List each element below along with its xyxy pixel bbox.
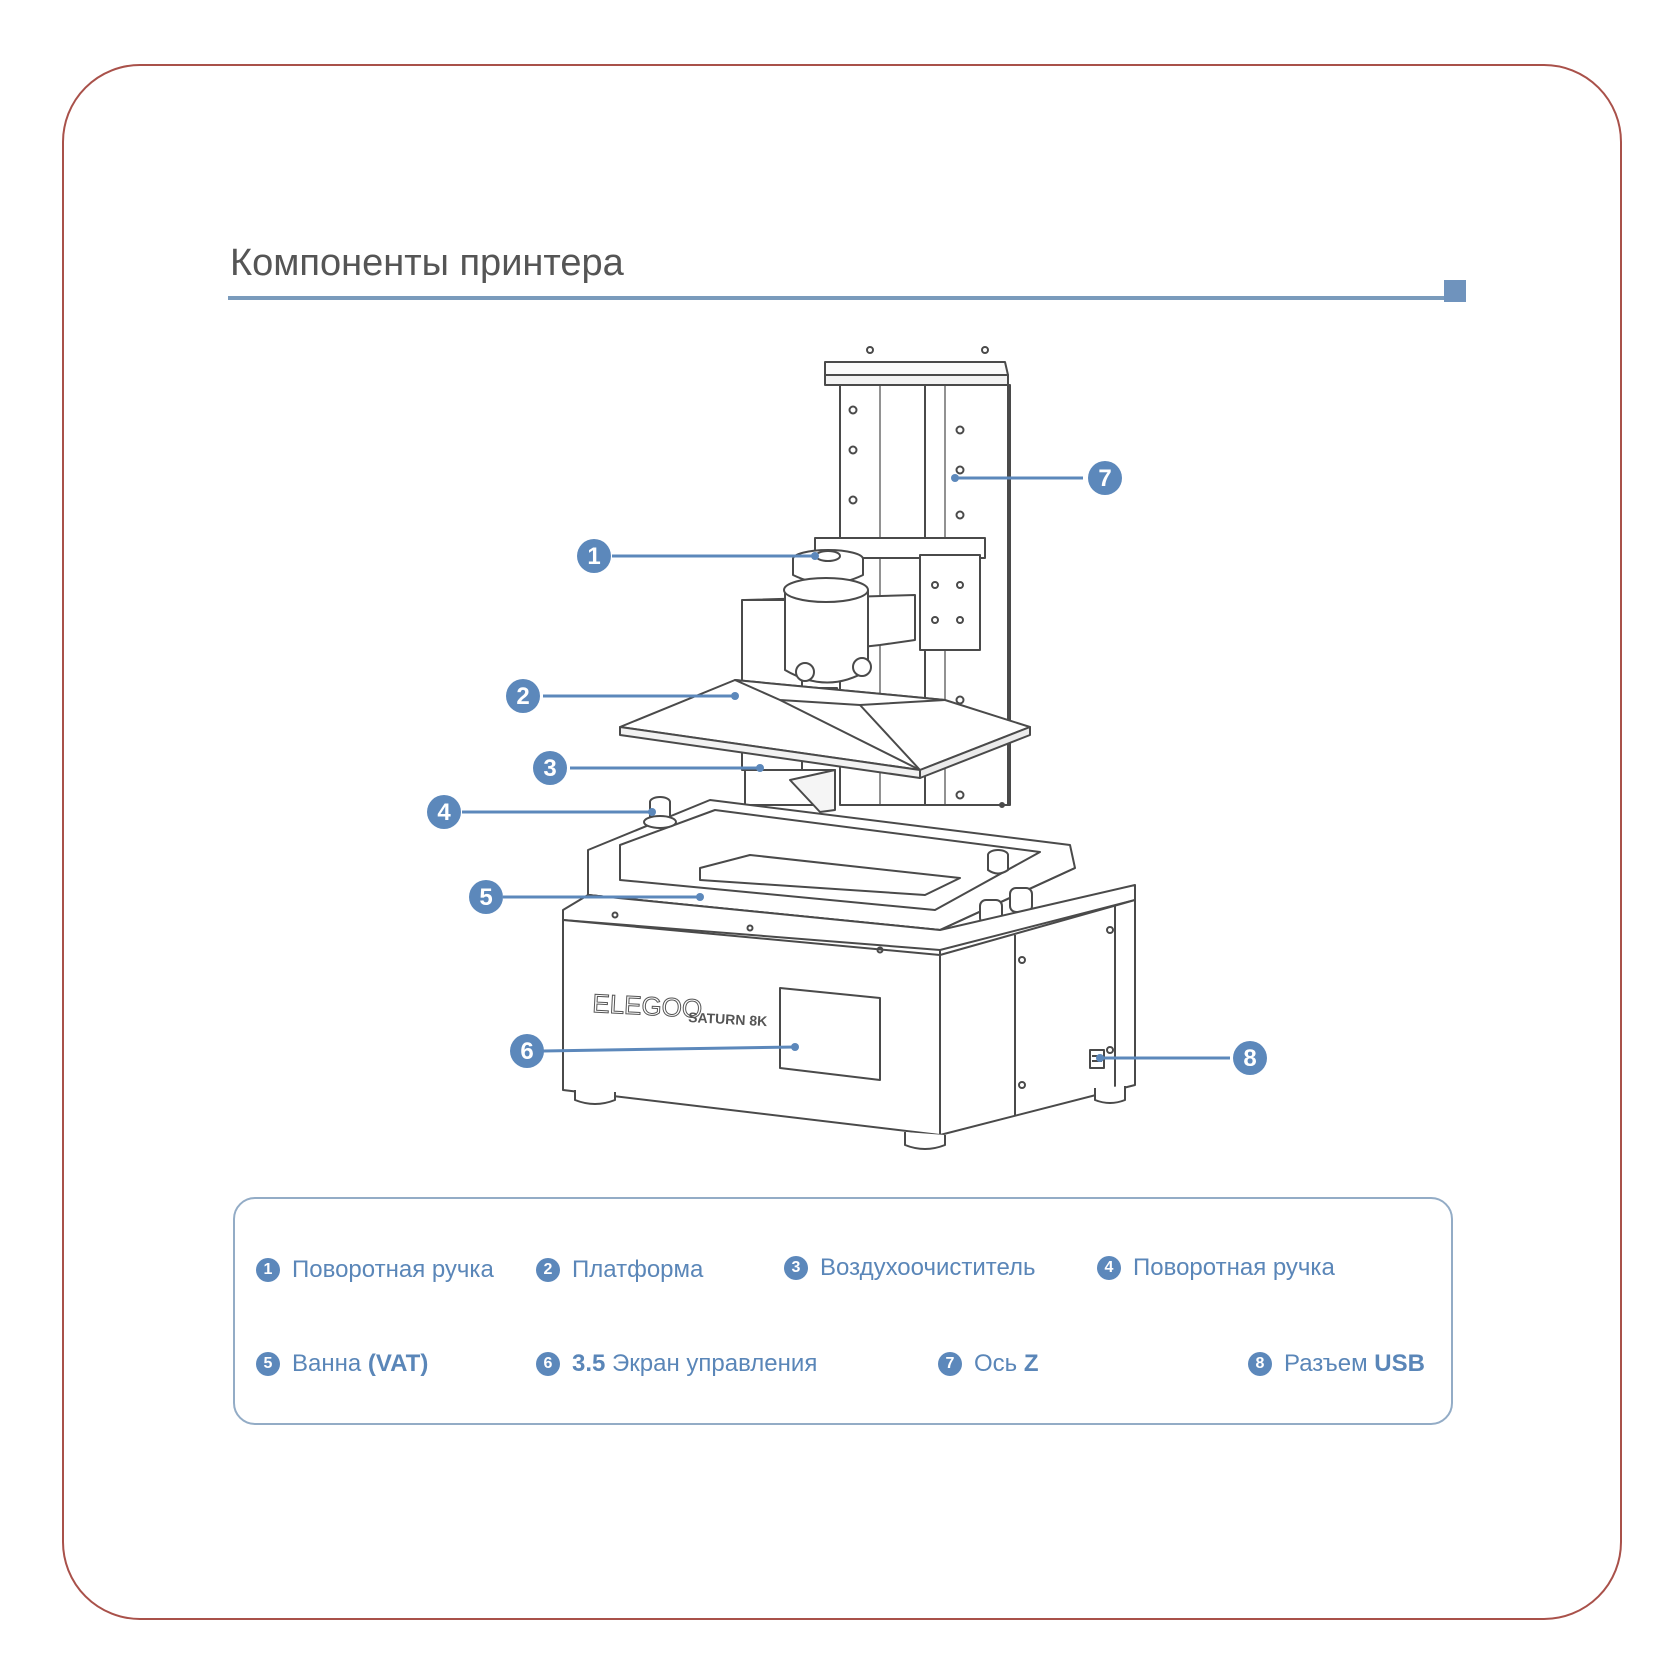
z-axis-top-cap	[824, 346, 1009, 386]
legend-item-7: 7 Ось Z	[938, 1350, 1039, 1378]
callout-3: 3	[533, 751, 567, 785]
vat-knob-right	[987, 849, 1009, 875]
legend-label-7-bold: Z	[1023, 1350, 1039, 1377]
resin-vat	[587, 799, 1076, 955]
legend-label-7: Ось Z	[974, 1350, 1039, 1378]
legend-item-8: 8 Разъем USB	[1248, 1350, 1425, 1378]
legend-number-1: 1	[256, 1258, 280, 1282]
legend-item-3: 3 Воздухоочиститель	[784, 1254, 1036, 1282]
callout-6-number: 6	[520, 1038, 533, 1065]
legend-item-5: 5 Ванна (VAT)	[256, 1350, 428, 1378]
title-underline	[228, 296, 1446, 300]
z-carriage	[814, 537, 986, 651]
legend-label-5: Ванна (VAT)	[292, 1350, 428, 1378]
legend-label-6-text: Экран управления	[605, 1350, 818, 1377]
legend-label-3: Воздухоочиститель	[820, 1254, 1036, 1281]
callout-4-number: 4	[437, 799, 451, 826]
legend-label-1: Поворотная ручка	[292, 1256, 494, 1283]
legend-number-3: 3	[784, 1256, 808, 1280]
legend-box	[233, 1197, 1453, 1425]
legend-label-8: Разъем USB	[1284, 1350, 1425, 1378]
legend-number-6: 6	[536, 1352, 560, 1376]
printer-diagram: ELEGOO SATURN 8K 1 2 3 4 5 6	[427, 346, 1267, 1150]
page-frame	[62, 64, 1622, 1620]
callout-2: 2	[506, 679, 540, 713]
control-screen	[779, 987, 881, 1081]
vat-knob-left	[643, 796, 677, 829]
legend-item-1: 1 Поворотная ручка	[256, 1256, 494, 1284]
callout-6: 6	[510, 1034, 544, 1068]
callout-1-number: 1	[587, 543, 600, 570]
legend-number-8: 8	[1248, 1352, 1272, 1376]
callout-4: 4	[427, 795, 461, 829]
title-accent-square	[1444, 280, 1466, 302]
brand-logo: ELEGOO	[592, 988, 703, 1024]
legend-item-6: 6 3.5 Экран управления	[536, 1350, 817, 1378]
legend-label-5-text: Ванна	[292, 1350, 368, 1377]
legend-label-2: Платформа	[572, 1256, 704, 1283]
legend-label-4: Поворотная ручка	[1133, 1254, 1335, 1281]
legend-label-8-text: Разъем	[1284, 1350, 1375, 1377]
page-title: Компоненты принтера	[230, 242, 624, 284]
air-purifier	[744, 769, 836, 813]
callout-7: 7	[1088, 461, 1122, 495]
legend-label-5-bold: (VAT)	[367, 1350, 429, 1377]
legend-label-8-bold: USB	[1374, 1350, 1425, 1377]
legend-number-4: 4	[1097, 1256, 1121, 1280]
legend-item-4: 4 Поворотная ручка	[1097, 1254, 1335, 1282]
callout-7-number: 7	[1098, 465, 1111, 492]
legend-item-2: 2 Платформа	[536, 1256, 703, 1284]
callout-5: 5	[469, 880, 503, 914]
callout-2-number: 2	[516, 683, 529, 710]
legend-label-6: 3.5 Экран управления	[572, 1350, 817, 1378]
callout-leaders	[462, 476, 1230, 1060]
legend-number-7: 7	[938, 1352, 962, 1376]
callout-8-number: 8	[1243, 1045, 1256, 1072]
legend-label-7-text: Ось	[974, 1350, 1024, 1377]
legend-number-2: 2	[536, 1258, 560, 1282]
callout-3-number: 3	[543, 755, 556, 782]
callout-5-number: 5	[479, 884, 492, 911]
legend-number-5: 5	[256, 1352, 280, 1376]
callout-1: 1	[577, 539, 611, 573]
callout-8: 8	[1233, 1041, 1267, 1075]
build-platform	[619, 679, 1031, 779]
printer-feet	[574, 1086, 1126, 1150]
legend-label-6-bold: 3.5	[572, 1350, 606, 1377]
model-logo: SATURN 8K	[688, 1009, 768, 1029]
callout-leader-dots	[648, 474, 1104, 1062]
